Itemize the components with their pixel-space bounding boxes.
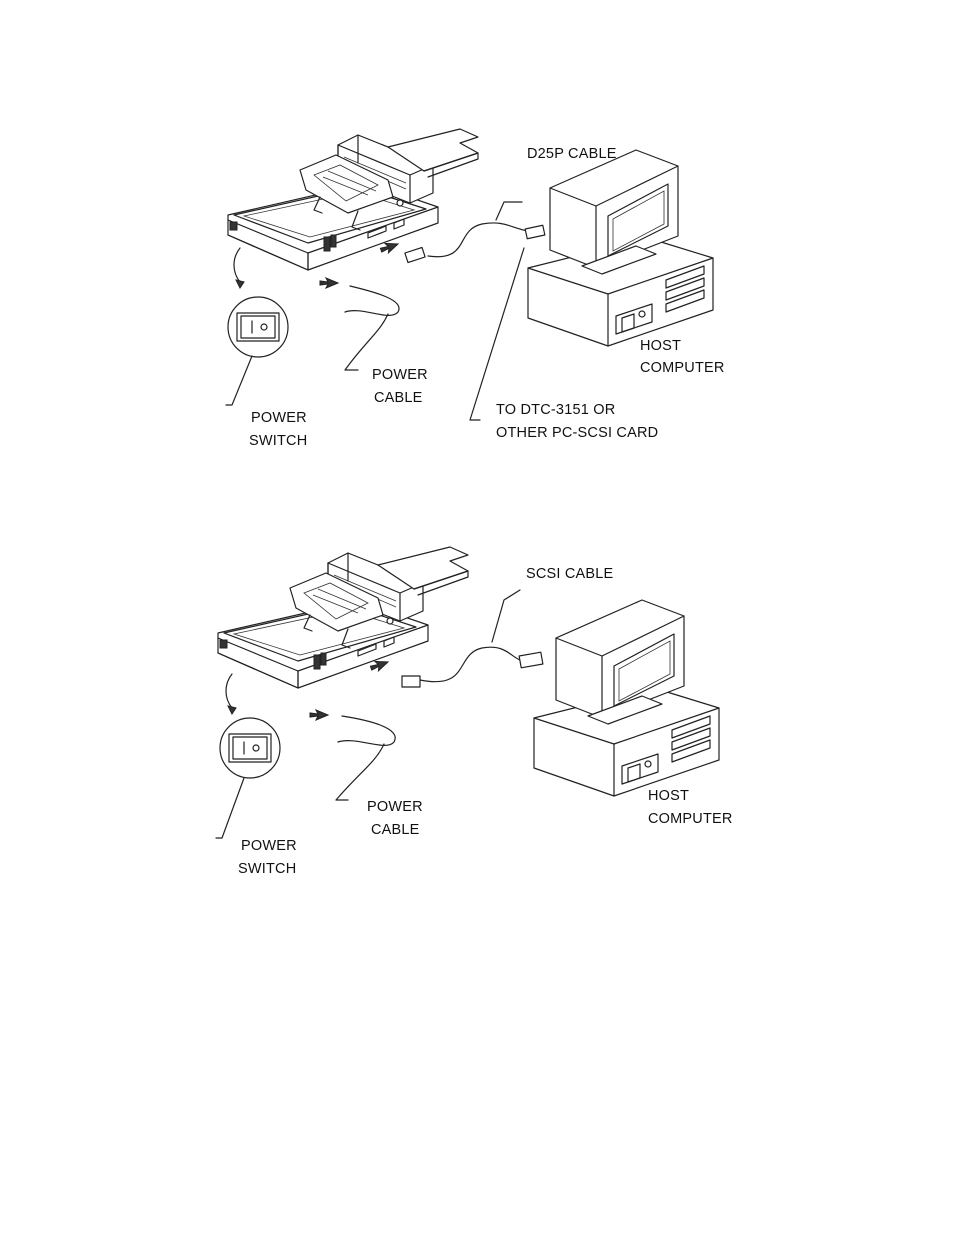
diagram-1-power-switch-label-line2: SWITCH bbox=[249, 433, 308, 449]
diagram-1-computer bbox=[527, 149, 714, 347]
diagram-1-host-label-line1: HOST bbox=[640, 338, 682, 354]
diagram-2-power-cable bbox=[337, 715, 396, 746]
diagram-2-cable-label: SCSI CABLE bbox=[526, 566, 614, 582]
diagram-1-power-switch-icon bbox=[227, 296, 289, 358]
diagram-1-d25p-cable bbox=[427, 222, 533, 258]
diagram-2-scsi-cable bbox=[419, 646, 521, 683]
diagram-2-scanner bbox=[217, 546, 469, 689]
diagram-1-card-label-line2: OTHER PC-SCSI CARD bbox=[496, 425, 659, 441]
diagram-1-power-cable bbox=[344, 285, 400, 316]
diagram-1-power-cable-label-line1: POWER bbox=[372, 367, 428, 383]
diagram-2-power-switch-label-line2: SWITCH bbox=[238, 861, 297, 877]
diagram-2-power-cable-label-line1: POWER bbox=[367, 799, 423, 815]
diagram-2-host-label-line2: COMPUTER bbox=[648, 811, 733, 827]
diagram-1-cable-label: D25P CABLE bbox=[527, 146, 617, 162]
diagram-1-card-label-line1: TO DTC-3151 OR bbox=[496, 402, 616, 418]
diagram-2-computer bbox=[533, 599, 720, 797]
diagram-1-host-label-line2: COMPUTER bbox=[640, 360, 725, 376]
diagram-1-power-cable-label-line2: CABLE bbox=[374, 390, 423, 406]
diagram-2-power-switch-icon bbox=[219, 717, 281, 779]
diagram-2-power-switch-label-line1: POWER bbox=[241, 838, 297, 854]
diagram-2-host-label-line1: HOST bbox=[648, 788, 690, 804]
diagram-1-power-switch-label-line1: POWER bbox=[251, 410, 307, 426]
diagram-2-power-cable-label-line2: CABLE bbox=[371, 822, 420, 838]
diagram-1-scanner bbox=[227, 128, 479, 271]
